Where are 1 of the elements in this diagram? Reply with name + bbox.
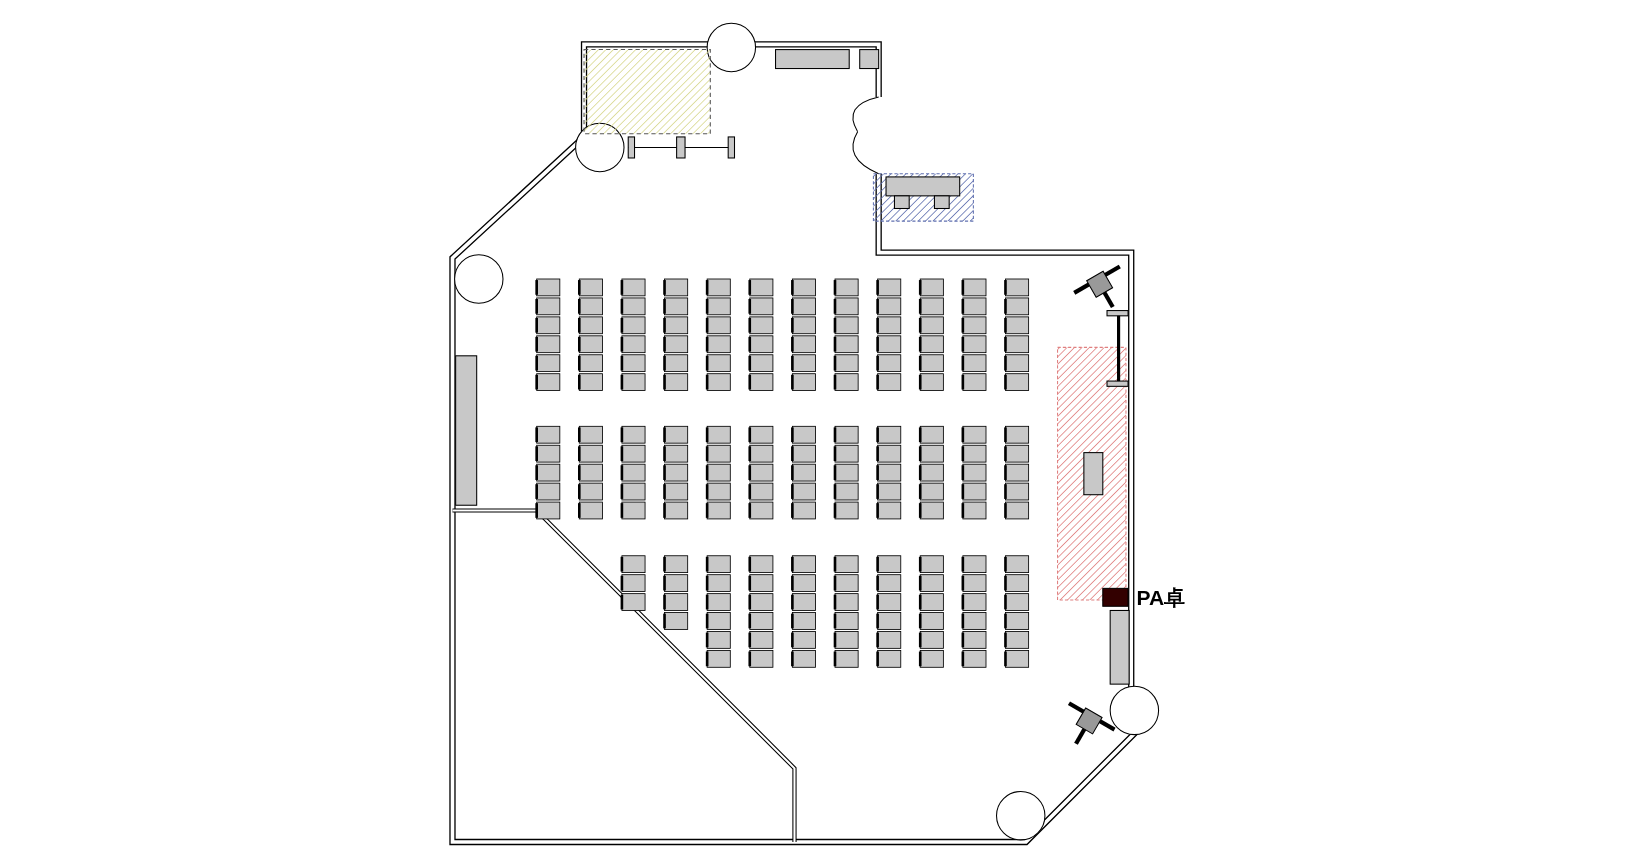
desk-label: PA卓 [1136, 585, 1186, 612]
